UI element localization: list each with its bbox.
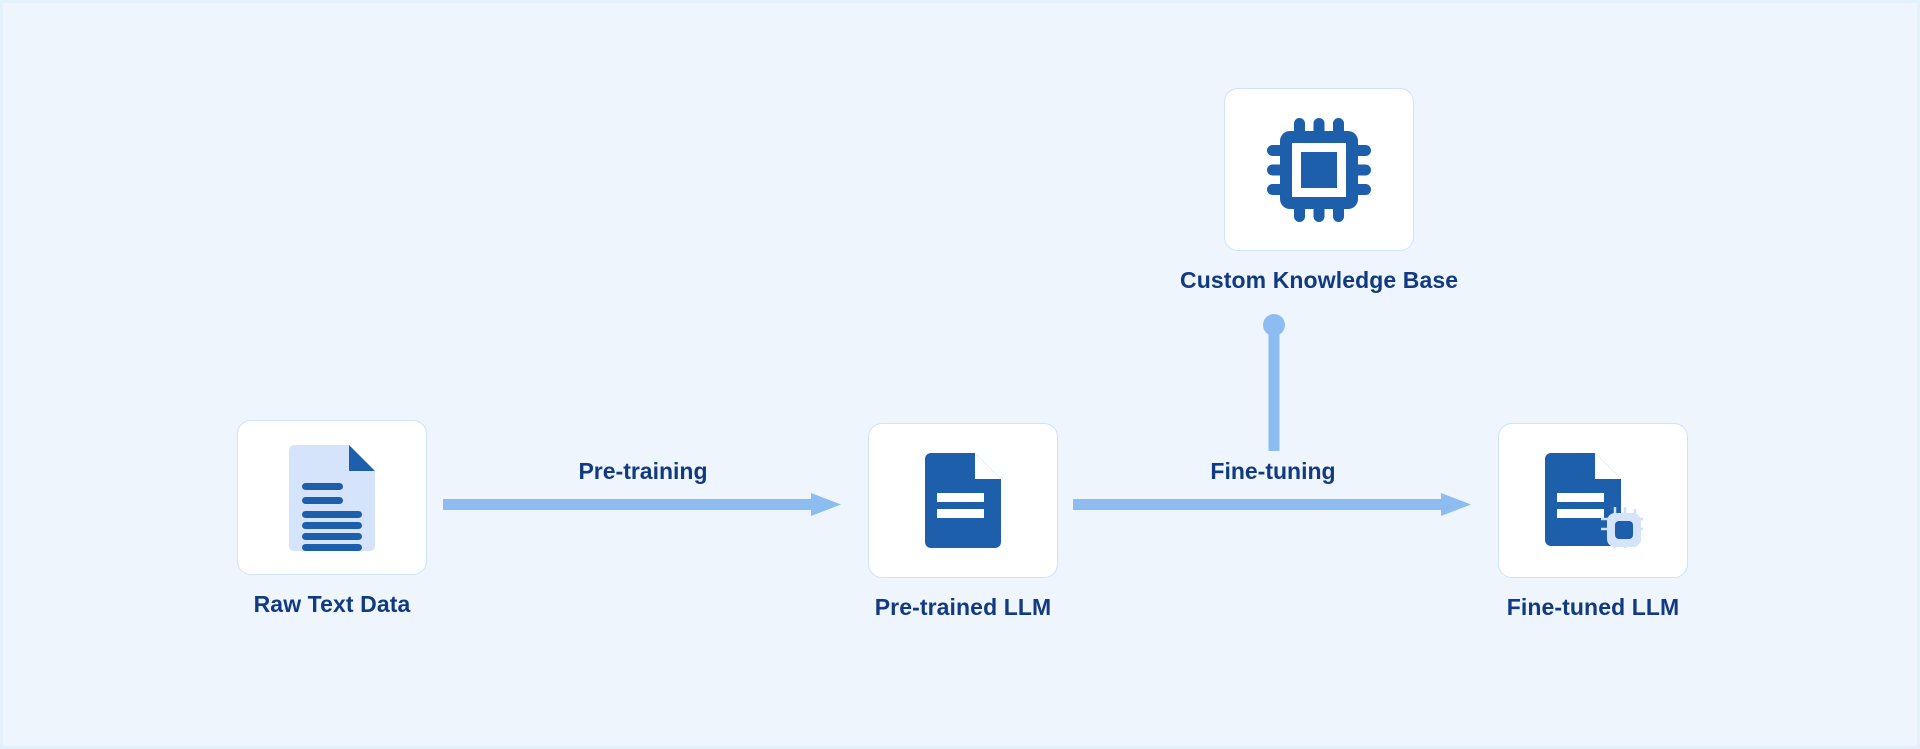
node-card[interactable] [237, 420, 427, 575]
node-custom-knowledge-base[interactable]: Custom Knowledge Base [1180, 88, 1458, 294]
node-card[interactable] [1498, 423, 1688, 578]
cpu-chip-icon [1267, 117, 1372, 222]
node-pre-trained-llm[interactable]: Pre-trained LLM [868, 423, 1058, 621]
edge-label-pre-training: Pre-training [578, 458, 708, 484]
document-line [1557, 508, 1604, 518]
document-folded-corner [349, 444, 375, 471]
node-label: Custom Knowledge Base [1180, 267, 1459, 293]
document-line [937, 509, 984, 518]
arrowhead-icon [1441, 493, 1471, 516]
document-folded-corner [975, 453, 1001, 479]
arrowhead-icon [811, 493, 841, 516]
edge-knowledge-feed [1263, 314, 1285, 451]
document-line [302, 510, 362, 518]
document-line [302, 521, 362, 529]
chip-badge-inner [1615, 520, 1633, 539]
document-folded-corner [1595, 452, 1621, 479]
node-label: Pre-trained LLM [874, 594, 1052, 620]
document-line [937, 493, 984, 502]
edge-line [443, 499, 815, 510]
edge-pre-training [443, 493, 841, 516]
document-line [1557, 492, 1604, 502]
edge-line [1268, 323, 1280, 451]
document-chip-icon [1545, 452, 1643, 548]
document-line [302, 482, 343, 490]
document-line [302, 532, 362, 540]
diagram-canvas: Pre-training Fine-tuning Raw Text D [3, 3, 1917, 746]
node-label: Fine-tuned LLM [1506, 594, 1680, 620]
edge-fine-tuning [1073, 493, 1471, 516]
node-raw-text-data[interactable]: Raw Text Data [237, 420, 427, 618]
node-fine-tuned-llm[interactable]: Fine-tuned LLM [1498, 423, 1688, 621]
chip-core [1301, 151, 1338, 188]
node-label: Raw Text Data [253, 591, 411, 617]
document-line [302, 543, 362, 551]
edge-label-fine-tuning: Fine-tuning [1210, 458, 1336, 484]
document-lines-icon [289, 444, 375, 551]
document-icon [925, 453, 1001, 548]
node-card[interactable] [868, 423, 1058, 578]
edge-line [1073, 499, 1445, 510]
document-line [302, 496, 343, 504]
node-card[interactable] [1224, 88, 1415, 251]
